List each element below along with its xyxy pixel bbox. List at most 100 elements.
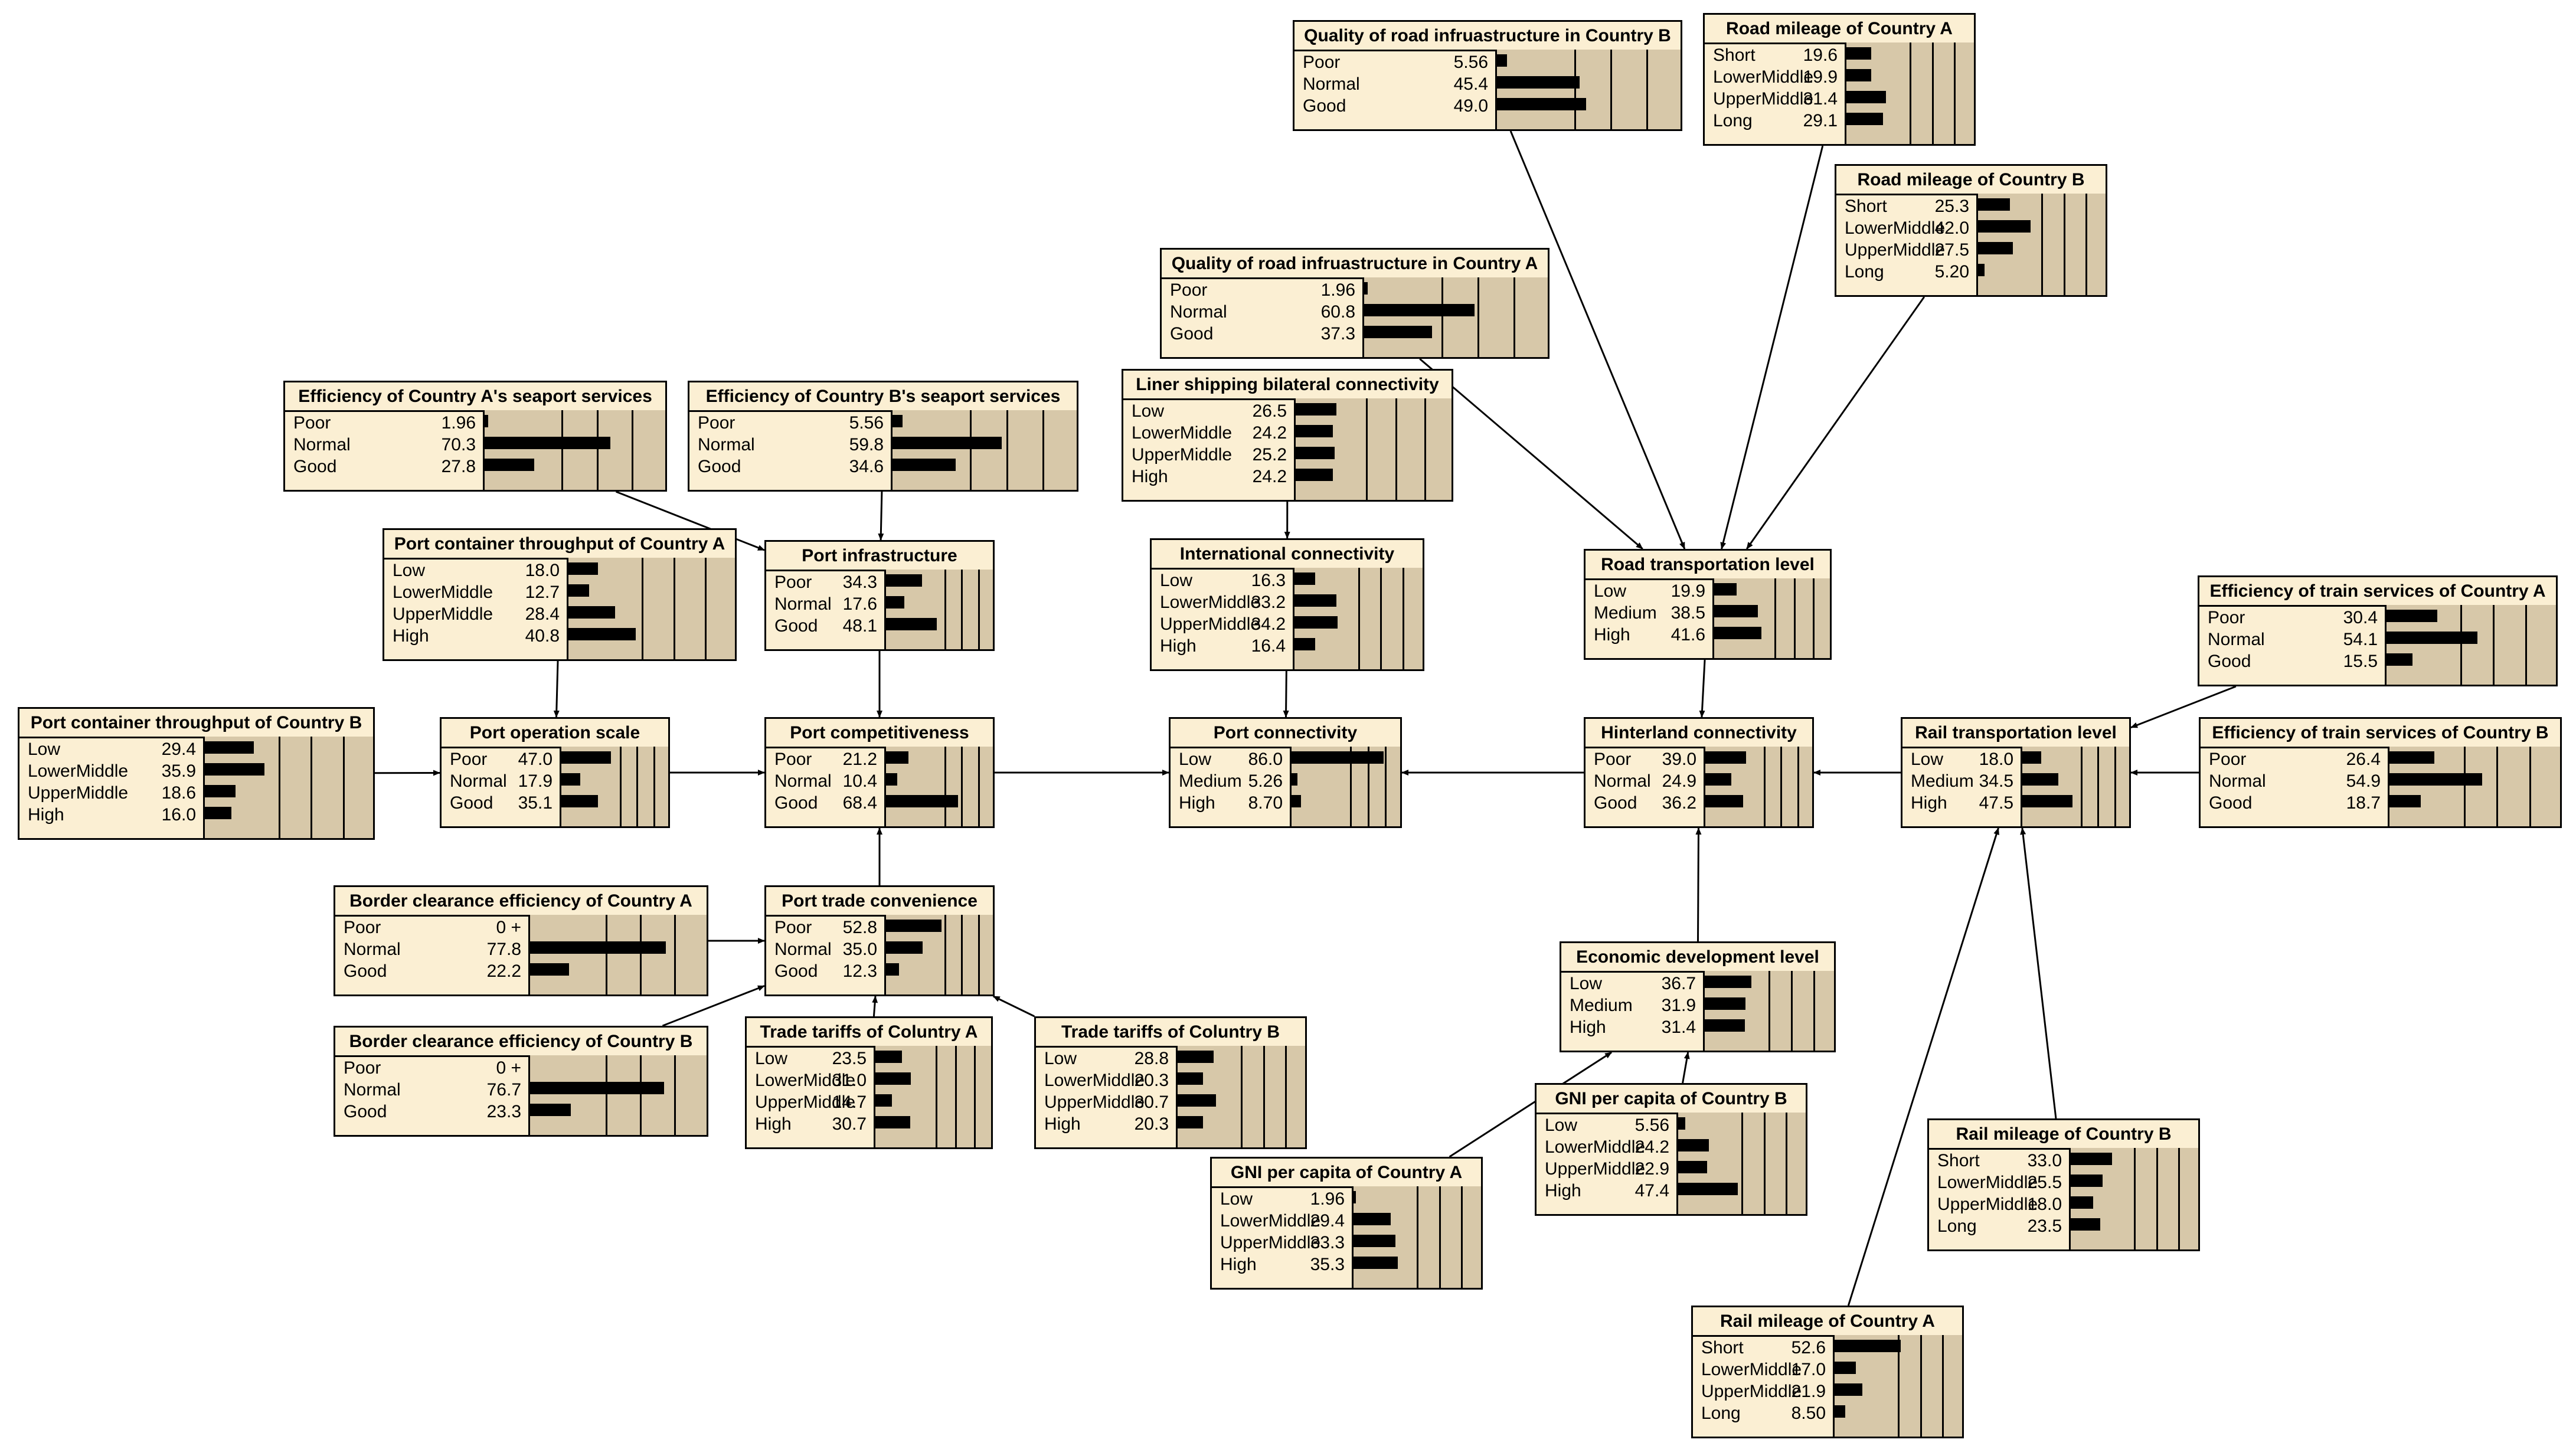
state-value: 30.7 [832, 1114, 867, 1134]
state-value: 26.5 [1252, 401, 1287, 421]
state-label: UpperMiddle [393, 604, 493, 624]
belief-bar [1846, 113, 1883, 125]
belief-bar [886, 920, 942, 932]
grid-line [653, 747, 655, 826]
state-value: 52.6 [1791, 1338, 1826, 1357]
node-etsb[interactable]: Efficiency of train services of Country … [2199, 717, 2562, 828]
node-bcea[interactable]: Border clearance efficiency of Country A… [334, 885, 708, 996]
belief-bar [1846, 69, 1871, 81]
state-value: 20.3 [1134, 1114, 1169, 1134]
state-value: 15.5 [2343, 652, 2378, 671]
grid-line [2041, 194, 2043, 295]
node-title: Quality of road infruastructure in Count… [1162, 250, 1548, 279]
state-value: 5.56 [849, 413, 884, 433]
grid-line [1764, 747, 1766, 826]
state-label: Normal [774, 771, 832, 791]
belief-bar [886, 751, 908, 764]
state-label: Normal [344, 1080, 401, 1100]
state-value: 36.2 [1662, 793, 1696, 813]
node-bceb[interactable]: Border clearance efficiency of Country B… [334, 1026, 708, 1137]
state-value: 47.5 [1979, 793, 2013, 813]
belief-bar [886, 795, 958, 807]
state-value: 18.6 [161, 783, 196, 803]
state-value: 24.9 [1662, 771, 1696, 791]
node-title: Trade tariffs of Coluntry A [747, 1018, 991, 1048]
edge-gnib-to-edl [1682, 1052, 1690, 1084]
belief-bar [1294, 616, 1338, 629]
belief-bar [1705, 1019, 1745, 1032]
state-value: 0 + [496, 1058, 521, 1078]
grid-line [1417, 1186, 1418, 1288]
grid-line [561, 410, 563, 490]
grid-line [1350, 747, 1352, 826]
grid-line [1794, 578, 1796, 658]
belief-bar [568, 628, 636, 640]
state-value: 1.96 [1320, 280, 1355, 300]
state-label: Poor [450, 750, 488, 769]
state-value: 35.0 [842, 940, 877, 959]
node-esa[interactable]: Efficiency of Country A's seaport servic… [283, 381, 667, 492]
belief-bar [2387, 610, 2437, 622]
node-title: Port trade convenience [766, 887, 993, 917]
state-value: 40.8 [525, 626, 560, 646]
edge-gnia-to-edl [1449, 1051, 1612, 1158]
state-value: 8.70 [1248, 793, 1283, 813]
belief-bar [1714, 627, 1761, 639]
edge-rmla-to-rail [1847, 827, 1999, 1306]
node-qrib[interactable]: Quality of road infruastructure in Count… [1293, 20, 1682, 131]
state-label: Normal [1594, 771, 1651, 791]
state-value: 52.8 [842, 918, 877, 937]
node-title: Rail mileage of Country B [1929, 1120, 2198, 1150]
grid-line [1439, 1186, 1441, 1288]
grid-line [343, 737, 345, 838]
node-esb[interactable]: Efficiency of Country B's seaport servic… [688, 381, 1078, 492]
belief-bar-area [1290, 747, 1400, 826]
edge-tta-to-ptc [872, 996, 878, 1017]
node-etsa[interactable]: Efficiency of train services of Country … [2198, 575, 2558, 686]
state-label: Medium [1911, 771, 1974, 791]
belief-bar [1678, 1117, 1685, 1130]
grid-line [597, 410, 599, 490]
belief-bar [485, 437, 610, 449]
edge-etsa-to-rail [2130, 685, 2237, 729]
grid-line [978, 915, 980, 994]
state-label: UpperMiddle [1160, 614, 1261, 634]
state-label: LowerMiddle [1713, 67, 1814, 87]
state-label: High [1911, 793, 1947, 813]
state-value: 14.7 [832, 1092, 867, 1112]
belief-bar [2071, 1218, 2100, 1231]
node-qria[interactable]: Quality of road infruastructure in Count… [1160, 248, 1549, 359]
